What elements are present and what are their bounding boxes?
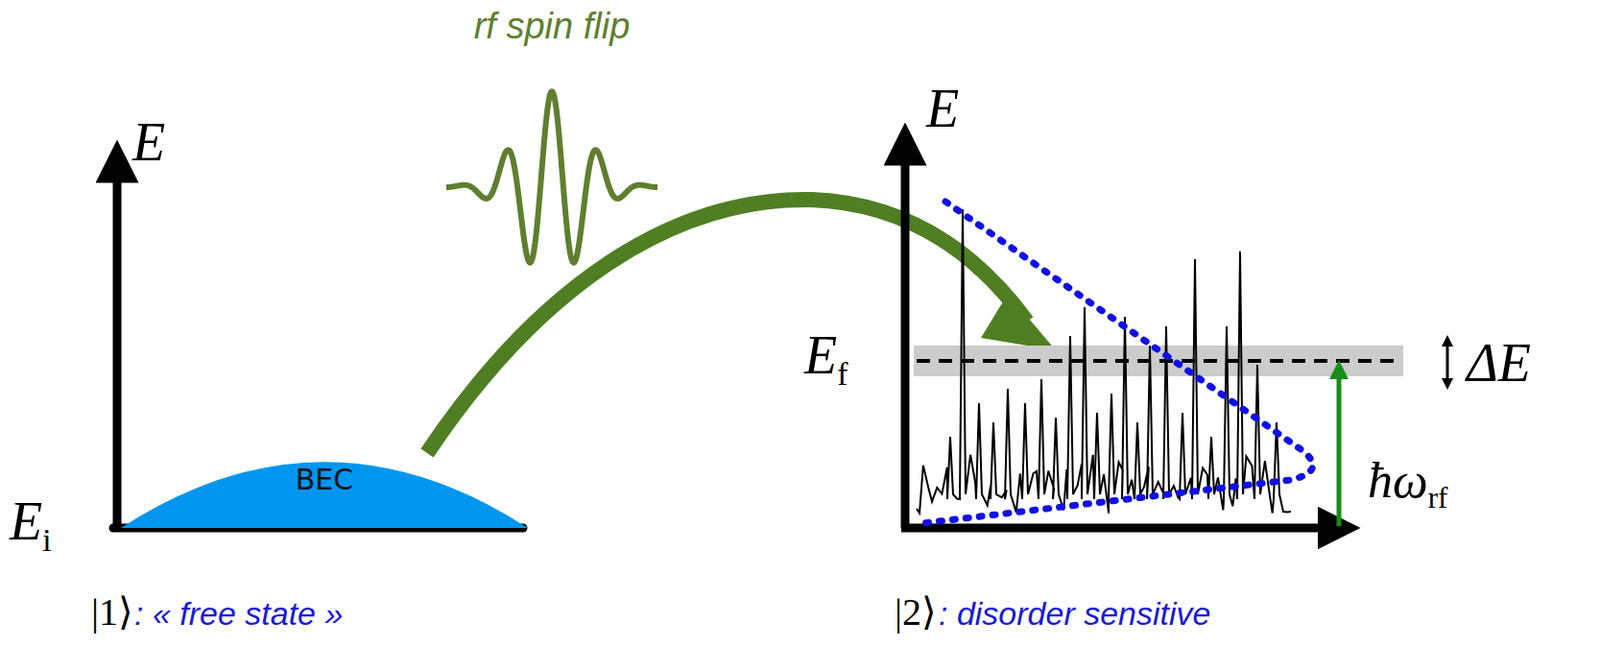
energy-axis [113,161,122,528]
condensate-dome: BEC [120,443,528,530]
rf-pulse [446,91,658,263]
state-description: : disorder sensitive [938,597,1211,630]
density-envelope [923,201,1314,524]
position-axis [901,524,1339,533]
transfer-arrow [427,199,1027,454]
axis-label: E [132,115,166,169]
rf-energy-label: ħωrf [1367,455,1449,513]
energy-label: Ei [9,494,52,556]
final-energy-line [916,358,1400,363]
transfer-arrowhead [980,293,1056,351]
state-ket: |2⟩ [894,593,937,632]
axis-label: E [926,81,959,136]
width-arrow [1446,340,1450,384]
energy-label: Ef [804,328,848,390]
node-label: BEC [120,462,528,497]
state-description: : « free state » [134,597,343,630]
state-ket: |1⟩ [91,593,134,632]
width-label: ΔE [1466,335,1531,390]
pulse-label: rf spin flip [474,7,631,45]
rf-energy-arrow [1337,369,1342,526]
energy-axis [901,143,910,528]
